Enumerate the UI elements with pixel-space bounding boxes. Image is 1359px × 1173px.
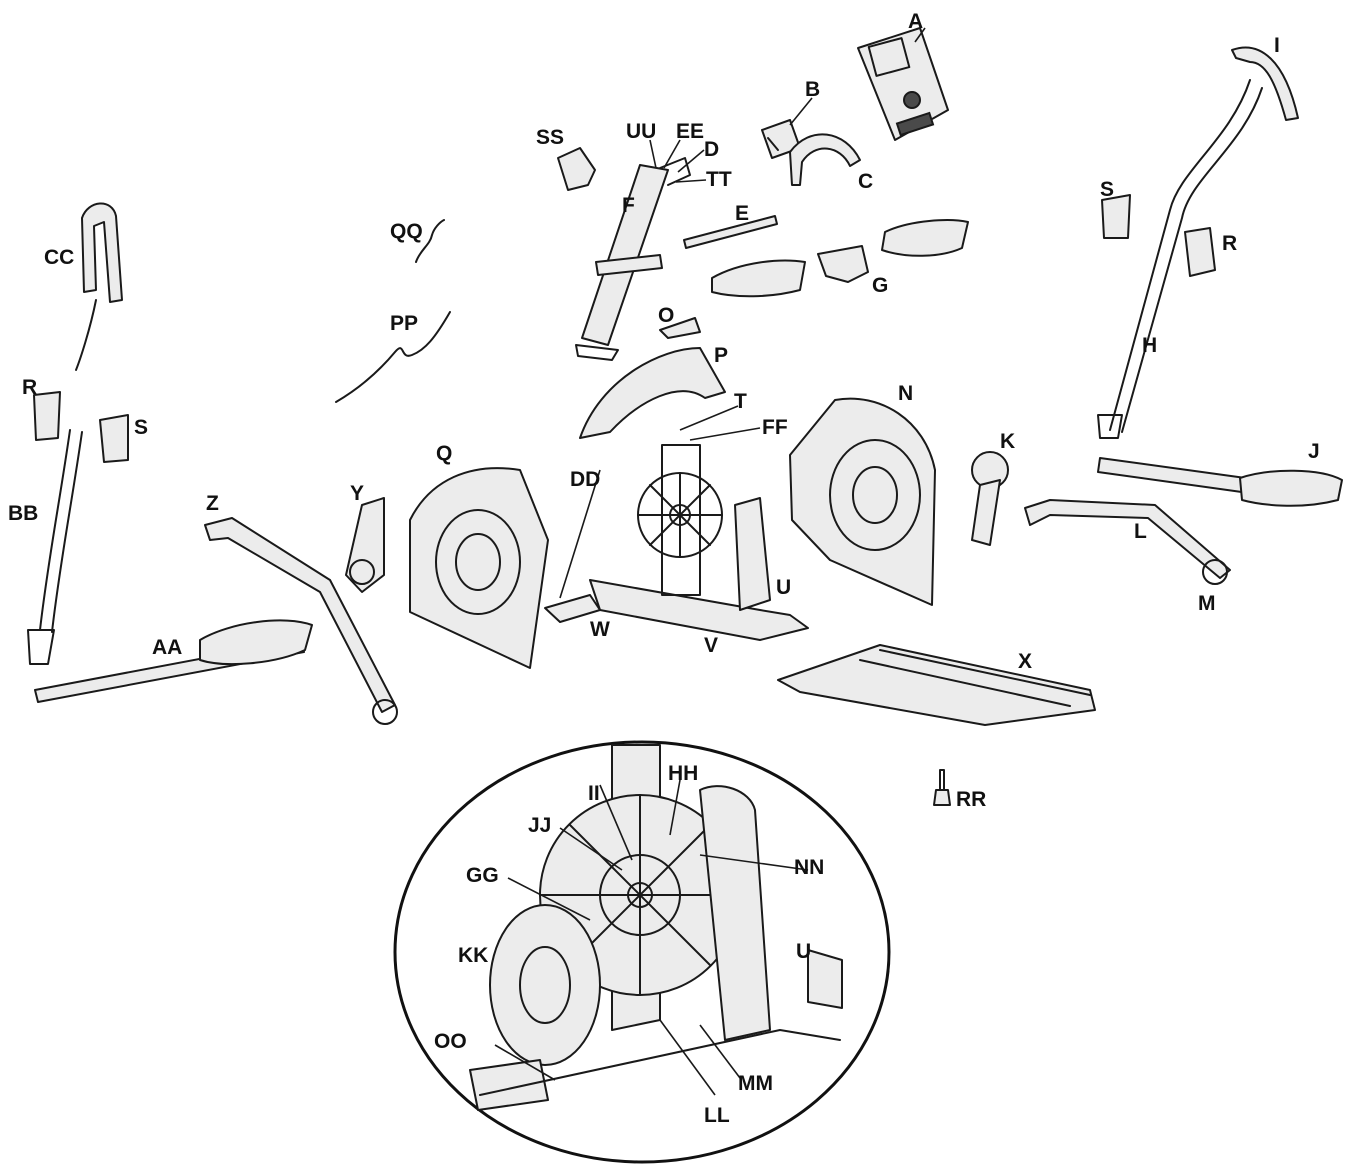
label-nn: NN xyxy=(794,856,824,879)
label-m: M xyxy=(1198,592,1216,615)
part-right-link-arm xyxy=(1024,499,1231,585)
part-upright-post xyxy=(575,157,691,361)
part-front-shroud xyxy=(579,347,726,439)
part-right-pivots xyxy=(1101,194,1216,277)
label-u: U xyxy=(776,576,791,599)
label-ss: SS xyxy=(536,126,564,149)
label-jj: JJ xyxy=(528,814,551,837)
label-a: A xyxy=(908,10,923,33)
part-small-bracket xyxy=(659,317,701,339)
label-k: K xyxy=(1000,430,1015,453)
label-pp: PP xyxy=(390,312,418,335)
part-handlebar xyxy=(789,133,861,186)
label-kk: KK xyxy=(458,944,488,967)
label-f: F xyxy=(622,194,635,217)
part-left-side-cover xyxy=(409,467,549,669)
part-handlebar-covers xyxy=(711,219,969,298)
label-ee: EE xyxy=(676,120,704,143)
part-left-crank xyxy=(345,497,385,593)
part-left-handle-arm xyxy=(27,202,123,665)
part-tensioner-stem xyxy=(679,405,761,441)
label-bb: BB xyxy=(8,502,38,525)
label-o: O xyxy=(658,304,674,327)
label-aa: AA xyxy=(152,636,182,659)
label-ll: LL xyxy=(704,1104,730,1127)
label-oo: OO xyxy=(434,1030,467,1053)
label-e: E xyxy=(735,202,749,225)
label-dd: DD xyxy=(570,468,600,491)
label-g: G xyxy=(872,274,888,297)
label-y: Y xyxy=(350,482,364,505)
label-rr: RR xyxy=(956,788,986,811)
label-v: V xyxy=(704,634,718,657)
label-ii: II xyxy=(588,782,600,805)
label-j: J xyxy=(1308,440,1320,463)
label-cc: CC xyxy=(44,246,74,269)
part-rear-frame xyxy=(777,644,1096,726)
part-main-frame xyxy=(544,444,809,641)
detail-inset xyxy=(393,740,891,1164)
label-qq: QQ xyxy=(390,220,423,243)
part-axle-rod xyxy=(683,215,778,249)
label-z: Z xyxy=(206,492,219,515)
part-right-pedal-arm xyxy=(1097,457,1343,507)
label-c: C xyxy=(858,170,873,193)
label-h: H xyxy=(1142,334,1157,357)
part-lubricant-bottle xyxy=(933,769,951,806)
part-left-link-arm xyxy=(204,517,398,725)
label-p: P xyxy=(714,344,728,367)
label-i: I xyxy=(1274,34,1280,57)
label-q: Q xyxy=(436,442,452,465)
label-s-left: S xyxy=(134,416,148,439)
label-x: X xyxy=(1018,650,1032,673)
label-n: N xyxy=(898,382,913,405)
leader-lines xyxy=(494,27,926,1096)
part-left-pedal-arm xyxy=(34,619,313,703)
part-console xyxy=(857,27,949,141)
label-hh: HH xyxy=(668,762,698,785)
label-ff: FF xyxy=(762,416,788,439)
label-w: W xyxy=(590,618,610,641)
part-left-pivots xyxy=(33,391,129,463)
label-r-right: R xyxy=(1222,232,1237,255)
callout-labels: A B C D E F G H I J K L M N O P Q R R S … xyxy=(8,10,1320,1127)
label-d: D xyxy=(704,138,719,161)
part-cables xyxy=(335,219,451,403)
part-shroud-cap xyxy=(557,147,596,191)
label-r-left: R xyxy=(22,376,37,399)
label-t: T xyxy=(734,390,747,413)
label-gg: GG xyxy=(466,864,499,887)
part-right-side-cover xyxy=(789,397,936,606)
label-s-right: S xyxy=(1100,178,1114,201)
part-right-handle-arm xyxy=(1097,46,1299,439)
label-tt: TT xyxy=(706,168,732,191)
part-right-crank xyxy=(971,451,1009,546)
label-uu: UU xyxy=(626,120,656,143)
label-mm: MM xyxy=(738,1072,773,1095)
label-l: L xyxy=(1134,520,1147,543)
label-b: B xyxy=(805,78,820,101)
label-u-detail: U xyxy=(796,940,811,963)
